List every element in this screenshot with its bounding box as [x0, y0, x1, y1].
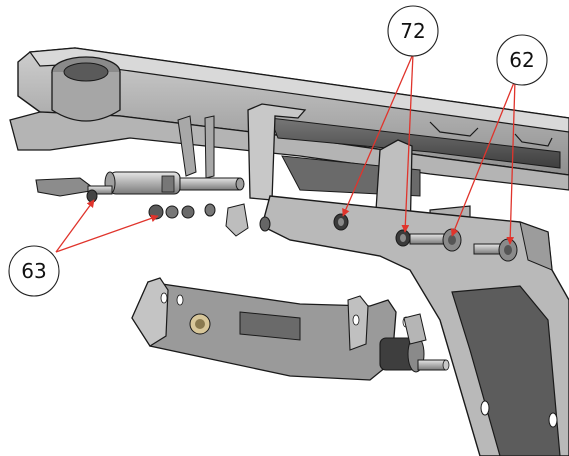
leader-63-a: [55, 199, 95, 253]
callout-72: 72: [387, 5, 439, 57]
lower-bracket: [261, 195, 569, 456]
lever-mechanism: [35, 171, 271, 237]
leader-lines: [55, 53, 516, 253]
callout-63-label: 63: [21, 259, 46, 283]
leader-63-b: [55, 214, 159, 253]
callout-63: 63: [8, 245, 60, 297]
latch-assembly: [131, 277, 450, 381]
leader-72-b: [401, 53, 414, 233]
callout-72-label: 72: [400, 19, 425, 43]
callout-62: 62: [496, 34, 548, 86]
leader-72-a: [342, 53, 414, 217]
leader-62-b: [506, 79, 516, 245]
callout-62-label: 62: [509, 48, 534, 72]
frame-part: [9, 47, 569, 197]
leader-62-a: [451, 79, 516, 237]
